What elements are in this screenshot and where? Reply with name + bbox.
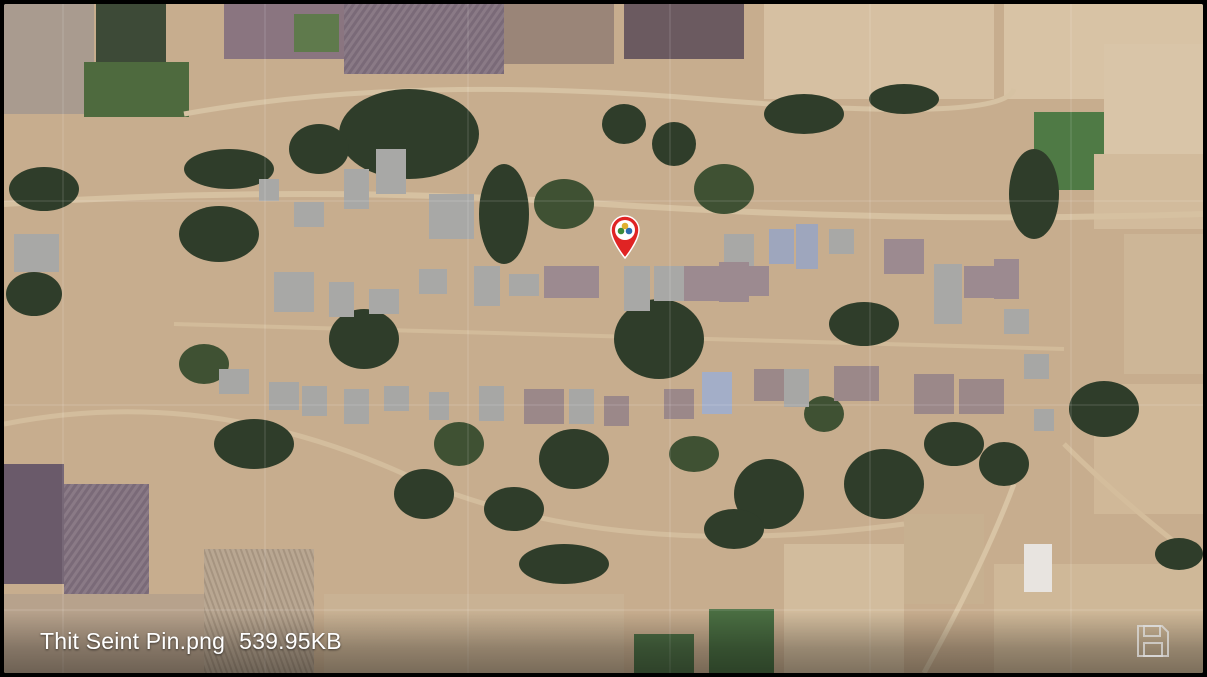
file-size: 539.95KB	[239, 628, 342, 654]
save-icon	[1137, 625, 1169, 657]
file-info: Thit Seint Pin.png 539.95KB	[40, 628, 342, 655]
file-name: Thit Seint Pin.png	[40, 628, 226, 654]
location-pin-icon[interactable]	[608, 214, 642, 260]
bottom-overlay-bar: Thit Seint Pin.png 539.95KB	[4, 611, 1203, 673]
satellite-image[interactable]: Thit Seint Pin.png 539.95KB	[4, 4, 1203, 673]
save-button[interactable]	[1133, 621, 1173, 661]
satellite-map-image	[4, 4, 1203, 673]
